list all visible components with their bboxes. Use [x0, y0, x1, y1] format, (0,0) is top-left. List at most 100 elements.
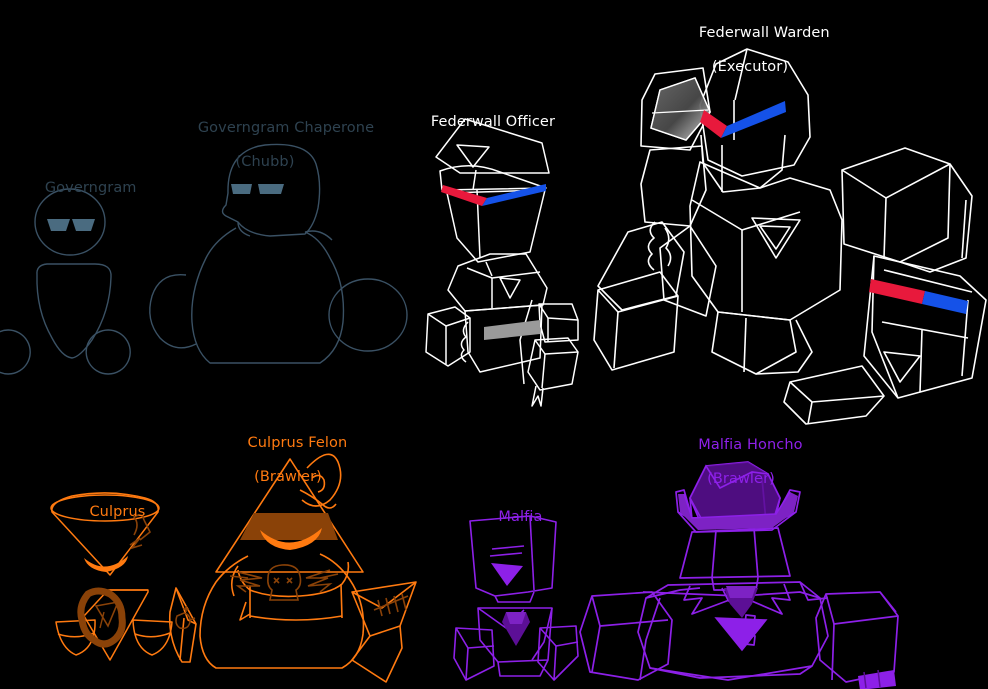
culprus-medallion-ring	[77, 587, 126, 648]
officer-arm-right-lower	[527, 337, 579, 391]
warden-shoulder-right	[841, 147, 951, 263]
felon-grin	[260, 528, 322, 550]
label-federwall-officer-title: Federwall Officer	[430, 114, 556, 130]
officer-chest-emblem	[499, 277, 521, 299]
warden-shoulder-right-seam	[883, 197, 887, 259]
label-federwall-warden-subtitle: (Executor)	[711, 59, 789, 75]
honcho-brim-fill-line	[683, 491, 791, 519]
label-culprus-title: Culprus	[89, 504, 146, 520]
label-federwall-warden: Federwall Warden (Executor)	[680, 8, 830, 110]
warden-shoulder-emblem-fill	[651, 78, 710, 140]
culprus-medallion-inner	[94, 600, 120, 628]
warden-chest-emblem-inner	[759, 225, 791, 250]
felon-wing-left-2	[229, 575, 249, 579]
felon-pack-left-top	[175, 587, 197, 625]
officer-torso-lower	[464, 304, 543, 373]
malfia-lapel-right	[531, 607, 553, 661]
felon-wing-right-2	[319, 573, 339, 579]
warden-fist-left-seam	[613, 311, 619, 369]
chaperone-eyes	[231, 184, 284, 194]
label-governgram-chaperone: Governgram Chaperone (Chubb)	[179, 103, 374, 205]
culprus-lines	[50, 492, 173, 661]
felon-cloak-fold2	[239, 601, 251, 621]
felon-feather-tail	[299, 489, 337, 509]
chaperone-head	[221, 143, 321, 237]
warden-chest-emblem	[751, 217, 801, 259]
chaperone-shoulder-right	[304, 230, 333, 241]
malfia-mouth	[491, 563, 523, 586]
warden-shoulder-emblem-outline	[650, 77, 711, 141]
warden-visor-red	[700, 110, 727, 138]
felon-collar	[237, 561, 350, 598]
honcho-chest-line	[642, 591, 821, 599]
officer-neck	[485, 261, 493, 277]
governgram-head	[34, 188, 106, 256]
officer-visor-red	[441, 185, 487, 206]
honcho-arm-left-seam	[591, 625, 601, 673]
honcho-arm-right-edge	[879, 591, 897, 613]
honcho-mouth	[716, 618, 766, 650]
warden-forearm-right	[863, 255, 987, 399]
malfia-collar	[477, 607, 553, 663]
label-federwall-warden-title: Federwall Warden	[698, 25, 830, 41]
felon-cup-tattoo	[175, 606, 196, 630]
honcho-arm-right-seam	[831, 623, 835, 681]
honcho-arm-left-top	[591, 595, 669, 627]
honcho-torso	[637, 581, 829, 681]
warden-skirt-seam	[743, 317, 747, 373]
governgram-foot-right	[85, 329, 131, 375]
honcho-ring-line1	[863, 671, 867, 689]
honcho-brim-fill	[678, 492, 798, 530]
warden-forearm-right-line4	[961, 299, 969, 377]
label-malfia-honcho: Malfia Honcho (Brawler)	[675, 420, 807, 522]
warden-shoulder-left	[640, 67, 711, 151]
felon-pack-right-lower	[351, 625, 403, 683]
felon-wing-right	[305, 569, 333, 593]
label-governgram: Governgram	[26, 163, 137, 214]
malfia-brow-1	[491, 545, 525, 550]
honcho-mouth-outline	[714, 617, 768, 652]
label-malfia-honcho-subtitle: (Brawler)	[707, 471, 775, 487]
warden-forearm-right-line2	[881, 321, 969, 339]
malfia-shoe-right	[537, 625, 579, 681]
honcho-shoulder-left	[645, 587, 701, 599]
malfia-head-seam	[529, 515, 535, 591]
malfia-lines	[453, 515, 579, 681]
warden-fist-right-seam	[807, 401, 813, 425]
label-culprus-felon-title: Culprus Felon	[247, 435, 348, 451]
label-governgram-title: Governgram	[44, 180, 137, 196]
felon-feather	[301, 453, 342, 507]
felon-wing-left	[235, 571, 263, 593]
label-malfia: Malfia	[478, 492, 544, 543]
officer-foot-spikes	[531, 385, 544, 407]
honcho-hem	[649, 665, 813, 679]
honcho-head	[679, 527, 791, 579]
warden-shoulder-right-edge	[961, 199, 967, 259]
felon-hat-band	[240, 513, 338, 540]
governgram-eyes	[47, 219, 95, 231]
officer-cap-brim	[439, 165, 547, 191]
warden-knuckles	[647, 221, 656, 271]
chaperone-jaw	[237, 221, 251, 237]
honcho-head-seam-right	[753, 527, 759, 579]
felon-cloak-fold-left	[230, 565, 239, 597]
honcho-lapel-left	[683, 585, 741, 615]
warden-knuckles2	[664, 227, 672, 267]
chaperone-eye-left	[231, 184, 252, 194]
culprus-medallion	[77, 587, 126, 648]
governgram-body	[36, 263, 112, 359]
honcho-arm-right-top	[825, 593, 899, 625]
officer-knuckles	[460, 321, 469, 363]
officer-arm-right-lower-seam	[541, 353, 546, 389]
warden-forearm-emblem	[883, 351, 921, 383]
officer-cap-emblem	[456, 144, 490, 168]
governgram-foot-left	[0, 329, 31, 375]
honcho-ring	[858, 670, 896, 689]
warden-helmet	[699, 48, 811, 177]
